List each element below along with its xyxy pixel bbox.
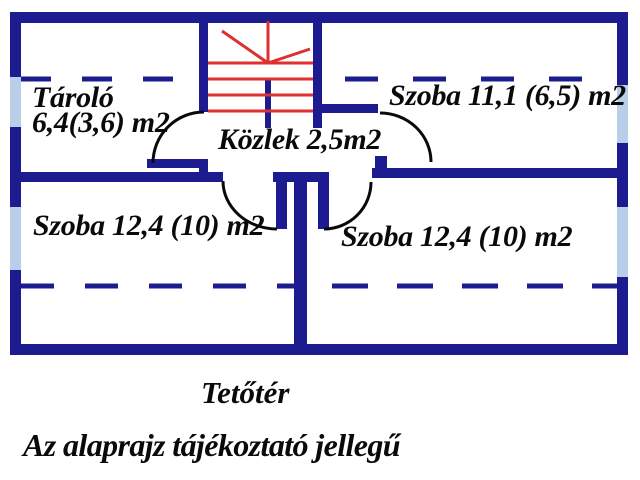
room-label-szoba-bal: Szoba 12,4 (10) m2: [33, 209, 265, 242]
disclaimer-text: Az alaprajz tájékoztató jellegű: [23, 427, 401, 463]
room-label-kozlek: Közlek 2,5m2: [218, 123, 382, 156]
stair-wall-right: [313, 23, 322, 128]
floor-title: Tetőtér: [201, 375, 290, 410]
door-arc-tarolo: [151, 110, 205, 164]
door-arc-szoba-jobb: [323, 181, 373, 231]
window-szoba-felso: [617, 85, 628, 143]
interior-walls: [10, 23, 628, 355]
room-label-szoba-jobb: Szoba 12,4 (10) m2: [341, 220, 573, 253]
door-leaves: [147, 159, 329, 229]
staircase: [208, 21, 313, 113]
windows: [10, 77, 628, 277]
door-leaf-szoba-jobb: [318, 172, 329, 229]
wall-between-bottom-rooms: [294, 172, 307, 355]
roof-kneewall-dashed-lines: [21, 76, 625, 289]
window-tarolo: [10, 77, 21, 127]
window-szoba-jobb: [617, 207, 628, 277]
wall-mid-right: [372, 168, 628, 178]
wall-left-upper: [10, 12, 21, 77]
window-szoba-bal: [10, 207, 21, 270]
door-arcs: [151, 110, 433, 231]
wall-top: [10, 12, 628, 23]
wall-bottom: [10, 344, 628, 355]
stair-wall-left: [199, 23, 208, 112]
stair-divider: [265, 79, 271, 128]
wall-left-middle: [10, 127, 21, 207]
door-arc-szoba-felso: [379, 111, 433, 163]
wall-left-lower: [10, 270, 21, 355]
wall-right-lower: [617, 277, 628, 355]
door-arc-szoba-bal: [221, 180, 278, 231]
wall-door-stub-right: [375, 156, 387, 170]
room-area-tarolo: 6,4(3,6) m2: [32, 106, 170, 139]
room-label-tarolo: Tároló: [32, 81, 114, 114]
door-leaf-tarolo: [147, 159, 208, 168]
wall-right-upper: [617, 12, 628, 85]
room-label-szoba-felso: Szoba 11,1 (6,5) m2: [389, 79, 626, 112]
wall-door-stub-tarolo: [199, 159, 208, 182]
door-leaf-szoba-bal: [276, 172, 287, 229]
stair-winder-line: [267, 47, 311, 65]
wall-kozlek-szoba-felso: [322, 104, 378, 113]
wall-mid-left: [10, 172, 223, 182]
stair-winder-line: [221, 29, 269, 65]
